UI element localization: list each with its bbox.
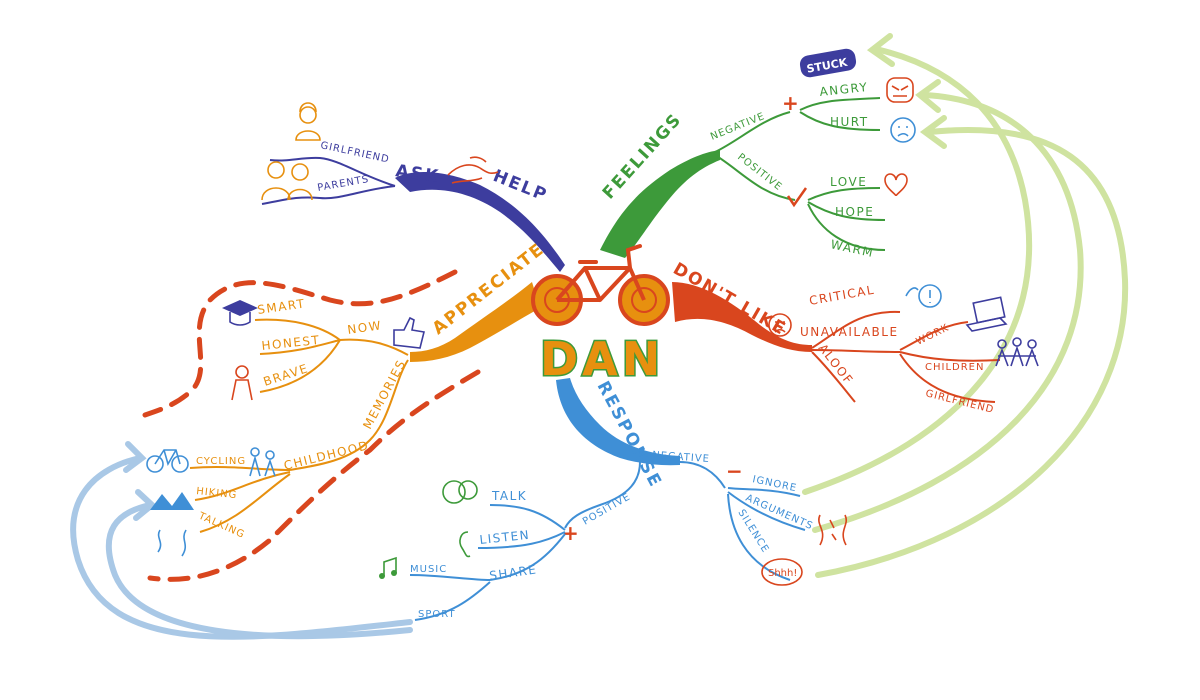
response-share-label: SHARE	[488, 562, 538, 583]
appreciate-smart-label: SMART	[256, 296, 306, 317]
response-negative-label: NEGATIVE	[652, 450, 710, 465]
green-arrowhead-1	[866, 33, 895, 67]
feelings-love-label: LOVE	[830, 175, 867, 189]
response-sport-label: SPORT	[418, 609, 456, 620]
speech-bubbles-icon	[442, 480, 478, 504]
girlfriend-icon	[295, 102, 321, 141]
help-branch: HELP ASK GIRLFRIEND PARENTS	[261, 102, 565, 272]
dont-like-girlfriend-label: GIRLFRIEND	[924, 388, 995, 416]
dont-like-children-label: CHILDREN	[925, 362, 984, 373]
blue-arrowhead-2	[133, 489, 157, 521]
bicycle-icon	[531, 244, 670, 326]
bicycle-small-icon	[146, 449, 189, 473]
feelings-warm-label: WARM	[829, 237, 875, 260]
arguing-faces-icon	[818, 514, 847, 546]
help-girlfriend-label: GIRLFRIEND	[319, 140, 390, 165]
feelings-hurt-label: HURT	[830, 115, 869, 129]
dont-like-main-branch	[672, 282, 812, 352]
feelings-negative-line	[714, 111, 791, 153]
blue-loop-arrow-1	[70, 455, 413, 640]
handshake-icon	[447, 156, 499, 184]
ear-icon	[459, 531, 471, 558]
center-node: DAN	[531, 244, 670, 388]
appreciate-childhood-label: CHILDHOOD	[282, 438, 370, 473]
brave-person-icon	[231, 365, 253, 401]
sad-face-icon	[768, 313, 792, 337]
appreciate-main-branch	[410, 282, 540, 362]
children-icon	[995, 337, 1039, 367]
plus-icon: +	[782, 91, 799, 115]
green-arrowhead-2	[915, 79, 941, 113]
faces-icon	[157, 529, 187, 557]
stuck-badge-icon: STUCK	[799, 48, 857, 78]
blue-arrowhead-1	[123, 441, 147, 473]
shhh-bubble-icon: Shhh!	[761, 558, 803, 586]
appreciate-now-label: NOW	[346, 318, 382, 337]
feedback-loops	[70, 33, 1129, 640]
parents-icon	[261, 161, 313, 201]
appreciate-hiking-label: HIKING	[196, 486, 238, 501]
appreciate-honest-label: HONEST	[261, 333, 321, 353]
center-title: DAN	[540, 332, 664, 386]
green-arrowhead-3	[919, 115, 947, 149]
mountains-icon	[150, 492, 194, 510]
hurt-face-icon	[890, 117, 916, 143]
angry-face-icon	[886, 77, 914, 103]
feelings-angry-label: ANGRY	[819, 80, 869, 99]
minus-icon: −	[726, 459, 743, 483]
response-shhh-label: Shhh!	[768, 568, 797, 579]
blue-loop-arrow-2	[105, 502, 413, 640]
response-listen-label: LISTEN	[479, 528, 531, 547]
thumbs-up-icon	[393, 316, 425, 349]
feelings-positive-line	[714, 154, 796, 201]
family-icon	[249, 447, 276, 477]
graduation-cap-icon	[222, 300, 258, 326]
appreciate-dashed-outline	[142, 269, 481, 582]
dont-like-critical-label: CRITICAL	[808, 283, 876, 308]
feelings-branch: FEELINGS NEGATIVE POSITIVE + ANGRY HURT …	[599, 48, 916, 260]
green-loop-arrow-1	[802, 47, 1033, 495]
check-icon	[786, 187, 808, 208]
response-main-branch	[556, 378, 680, 466]
green-loop-arrow-2	[812, 92, 1084, 533]
appreciate-cycling-label: CYCLING	[196, 456, 246, 467]
dont-like-aloof-label: ALOOF	[816, 341, 856, 387]
response-branch: RESPONSE NEGATIVE POSITIVE − + IGNORE AR…	[379, 378, 847, 621]
music-note-icon	[379, 556, 397, 579]
speech-exclaim-icon	[905, 284, 942, 308]
green-loop-arrow-3	[815, 126, 1129, 578]
response-plus-icon: +	[562, 521, 579, 545]
help-ask-sub-branch	[261, 185, 396, 205]
dont-like-unavailable-label: UNAVAILABLE	[800, 325, 899, 339]
appreciate-branch: APPRECIATE NOW SMART HONEST BRAVE MEMORI…	[146, 239, 549, 557]
dont-like-work-label: WORK	[914, 322, 951, 347]
feelings-hope-label: HOPE	[835, 205, 874, 219]
appreciate-talking-label: TALKING	[196, 510, 247, 541]
feelings-main-branch	[600, 150, 720, 258]
dont-like-branch: DON'T LIKE CRITICAL UNAVAILABLE ALOOF WO…	[670, 259, 1039, 416]
heart-icon	[884, 173, 908, 197]
response-music-label: MUSIC	[410, 564, 447, 575]
laptop-icon	[965, 296, 1008, 332]
help-main-branch	[395, 172, 565, 272]
response-talk-label: TALK	[491, 489, 527, 503]
